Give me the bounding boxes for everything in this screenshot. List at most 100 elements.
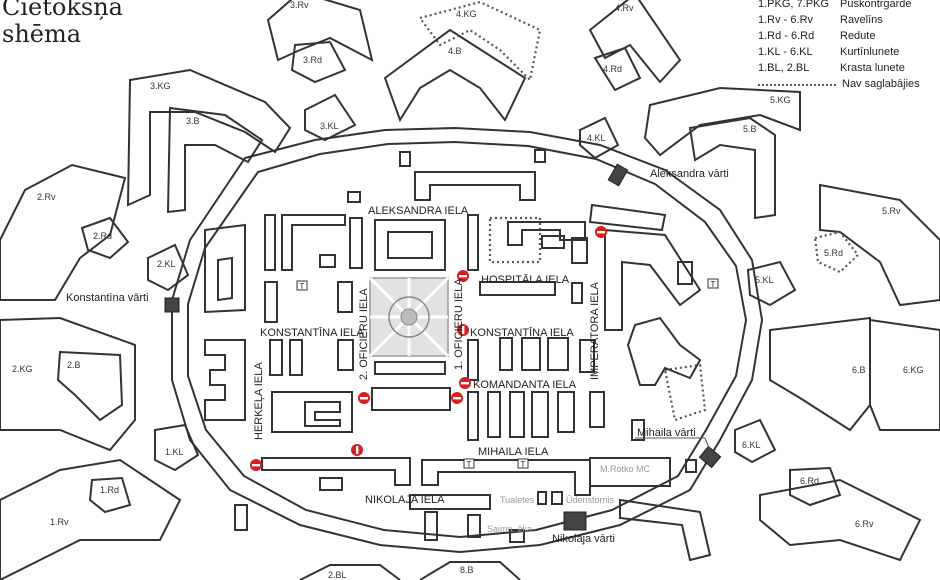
building-rothko-centre xyxy=(589,457,671,487)
fort-label: 5.KL xyxy=(755,275,774,285)
building xyxy=(319,254,336,268)
gate-mihaila-marker xyxy=(698,445,722,469)
no-entry-icon xyxy=(459,377,471,389)
building xyxy=(467,514,481,538)
place-labels: M.Rotko MC Tualetes Ūdenstornis Saimn. ē… xyxy=(487,464,651,534)
svg-text:T: T xyxy=(300,282,305,291)
fort-label: 2.Rd xyxy=(93,231,112,241)
fort-2-KG xyxy=(0,316,136,452)
building-hospital-complex xyxy=(507,221,586,246)
building xyxy=(467,391,479,441)
fort-3-KL xyxy=(304,93,357,142)
fort-label: 6.Rv xyxy=(855,519,874,529)
fort-label: 1.Rd xyxy=(100,485,119,495)
title-line-2: shēma xyxy=(2,20,82,48)
fort-label: 1.Rv xyxy=(50,517,69,527)
place-label: Ūdenstornis xyxy=(566,495,615,505)
toilet-icon: T xyxy=(707,278,719,289)
fort-5-B xyxy=(688,116,776,220)
toilet-icon: T xyxy=(517,458,529,469)
fort-6-B xyxy=(769,316,871,432)
fort-label: 4.B xyxy=(448,46,462,56)
gate-label: Nikolaja vārti xyxy=(552,533,615,545)
building xyxy=(677,261,693,285)
dotted-line-sample xyxy=(758,84,836,86)
building xyxy=(289,339,303,376)
building xyxy=(269,339,283,376)
street-label: HERKEĻA IELA xyxy=(253,362,265,440)
building-l-west xyxy=(281,214,346,271)
fort-3-B xyxy=(166,106,264,214)
fort-1-Rd xyxy=(88,476,132,514)
park-center xyxy=(400,308,418,326)
fort-label: 5.Rd xyxy=(824,248,843,258)
building xyxy=(374,361,446,375)
lost-4-KG xyxy=(418,0,542,83)
building-house-court xyxy=(271,391,353,433)
building xyxy=(337,281,353,313)
fort-label: 3.B xyxy=(186,116,200,126)
fort-1-Rv xyxy=(0,458,182,580)
fort-label: 2.KL xyxy=(157,259,176,269)
street-label: 2. OFICIERU IELA xyxy=(358,288,370,380)
fort-4-KL xyxy=(579,116,620,160)
gate-label: Aleksandra vārti xyxy=(650,168,729,180)
gate-label: Konstantīna vārti xyxy=(66,292,149,304)
building-block xyxy=(374,219,446,271)
street-labels: ALEKSANDRA IELA HOSPITĀLA IELA KONSTANTĪ… xyxy=(253,205,601,506)
gate-callout-lines xyxy=(635,437,711,451)
toilet-icon: T xyxy=(463,458,475,469)
street-label: 1. OFICIERU IELA xyxy=(453,278,465,370)
gate-label: Mihaila vārti xyxy=(637,427,696,439)
fort-label: 3.KG xyxy=(150,81,171,91)
gate-labels: Aleksandra vārti Konstantīna vārti Mihai… xyxy=(66,168,729,545)
building-inner xyxy=(387,231,433,259)
building xyxy=(631,419,645,441)
no-entry-icon xyxy=(250,459,262,471)
building-west-large xyxy=(204,223,246,314)
fort-label: 6.KL xyxy=(742,440,761,450)
building xyxy=(509,529,525,543)
fort-label: 5.B xyxy=(743,124,757,134)
fort-2-BL xyxy=(299,564,401,580)
building-imperatora-east xyxy=(604,228,702,331)
fort-2-Rd xyxy=(80,216,130,260)
fort-4-Rd xyxy=(593,46,642,92)
street-label: NIKOLAJA IELA xyxy=(365,494,445,506)
fort-label: 5.KG xyxy=(770,95,791,105)
street-label: HOSPITĀLA IELA xyxy=(481,274,570,286)
fort-label: 2.BL xyxy=(328,570,347,580)
map-title: Cietokšņa shēma xyxy=(2,0,123,48)
title-line-1: Cietokšņa xyxy=(2,0,123,21)
fort-label: 4.KG xyxy=(456,9,477,19)
buildings xyxy=(204,149,712,562)
fort-label: 2.Rv xyxy=(37,192,56,202)
toilet-building xyxy=(537,491,547,505)
fort-label: 6.KG xyxy=(903,365,924,375)
gate-aleksandra-marker xyxy=(607,163,629,187)
building xyxy=(547,337,569,371)
toilet-markers: T T T T xyxy=(296,278,719,469)
fort-label: 4.Rd xyxy=(603,64,622,74)
building xyxy=(531,391,549,438)
svg-text:T: T xyxy=(467,460,472,469)
fort-label: 3.Rd xyxy=(303,55,322,65)
building xyxy=(534,149,546,163)
building xyxy=(337,339,354,371)
fort-3-Rd xyxy=(290,40,347,84)
fort-label: 2.B xyxy=(67,360,81,370)
building xyxy=(264,281,278,323)
fort-8-B xyxy=(419,561,521,580)
fort-label: 4.Rv xyxy=(615,3,634,13)
building xyxy=(424,511,438,541)
toilet-icon: T xyxy=(296,280,308,291)
building-south-west-complex xyxy=(204,339,246,421)
fort-1-KL xyxy=(154,423,200,472)
street-label: KOMANDANTA IELA xyxy=(473,379,577,391)
